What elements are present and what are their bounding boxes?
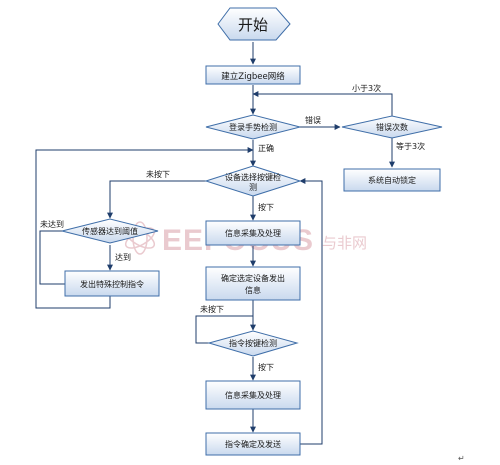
info-collect-2-node: 信息采集及处理 (205, 380, 301, 410)
info-collect-1-node: 信息采集及处理 (205, 220, 301, 246)
edge-label-equal-3: 等于3次 (396, 141, 425, 151)
start-node: 开始 (217, 7, 291, 41)
cmd-confirm-send-label: 指令确定及发送 (225, 439, 281, 449)
edge-label-not-pressed-1: 未按下 (146, 169, 170, 179)
send-special-cmd-node: 发出特殊控制指令 (64, 270, 160, 297)
error-count-node: 错误次数 (341, 115, 443, 139)
build-network-node: 建立Zigbee网络 (205, 65, 301, 85)
cmd-key-check-node: 指令按键检测 (207, 330, 299, 357)
device-select-check-line1: 设备选择按键检 (225, 172, 281, 182)
edge-label-wrong: 错误 (305, 115, 321, 125)
confirm-device-line1: 确定选定设备发出 (221, 273, 285, 283)
login-gesture-check-node: 登录手势检测 (205, 114, 301, 140)
device-select-check-line2: 测 (249, 183, 257, 192)
build-network-label: 建立Zigbee网络 (221, 71, 285, 82)
edge-label-not-pressed-2: 未按下 (200, 304, 224, 314)
info-collect-2-label: 信息采集及处理 (225, 390, 281, 400)
cmd-key-check-label: 指令按键检测 (229, 338, 277, 348)
start-label: 开始 (238, 16, 268, 34)
watermark-cn: 与非网 (322, 234, 367, 252)
edge-labels: 错误 正确 小于3次 等于3次 未按下 按下 未达到 达到 未按下 按下 (40, 83, 425, 372)
auto-lock-node: 系统自动锁定 (343, 168, 441, 192)
edge-label-pressed-1: 按下 (258, 202, 274, 212)
sensor-threshold-label: 传感器达到阈值 (82, 226, 138, 236)
auto-lock-label: 系统自动锁定 (368, 175, 416, 185)
info-collect-1-label: 信息采集及处理 (225, 228, 281, 238)
edge-label-not-reached: 未达到 (40, 219, 64, 229)
edge-label-reached: 达到 (115, 252, 131, 262)
confirm-device-line2: 信息 (245, 285, 261, 295)
confirm-device-node: 确定选定设备发出 信息 (205, 266, 301, 301)
flow-lines (35, 42, 395, 445)
edge-label-correct: 正确 (258, 143, 274, 153)
edge-label-pressed-2: 按下 (258, 362, 274, 372)
edge-label-less-than-3: 小于3次 (352, 83, 381, 93)
send-special-cmd-label: 发出特殊控制指令 (80, 279, 144, 289)
error-count-label: 错误次数 (376, 122, 408, 132)
paragraph-mark-icon: ↵ (458, 454, 465, 463)
login-gesture-check-label: 登录手势检测 (229, 122, 277, 132)
device-select-check-node: 设备选择按键检 测 (204, 165, 302, 197)
cmd-confirm-send-node: 指令确定及发送 (205, 432, 301, 456)
sensor-threshold-node: 传感器达到阈值 (61, 218, 159, 244)
